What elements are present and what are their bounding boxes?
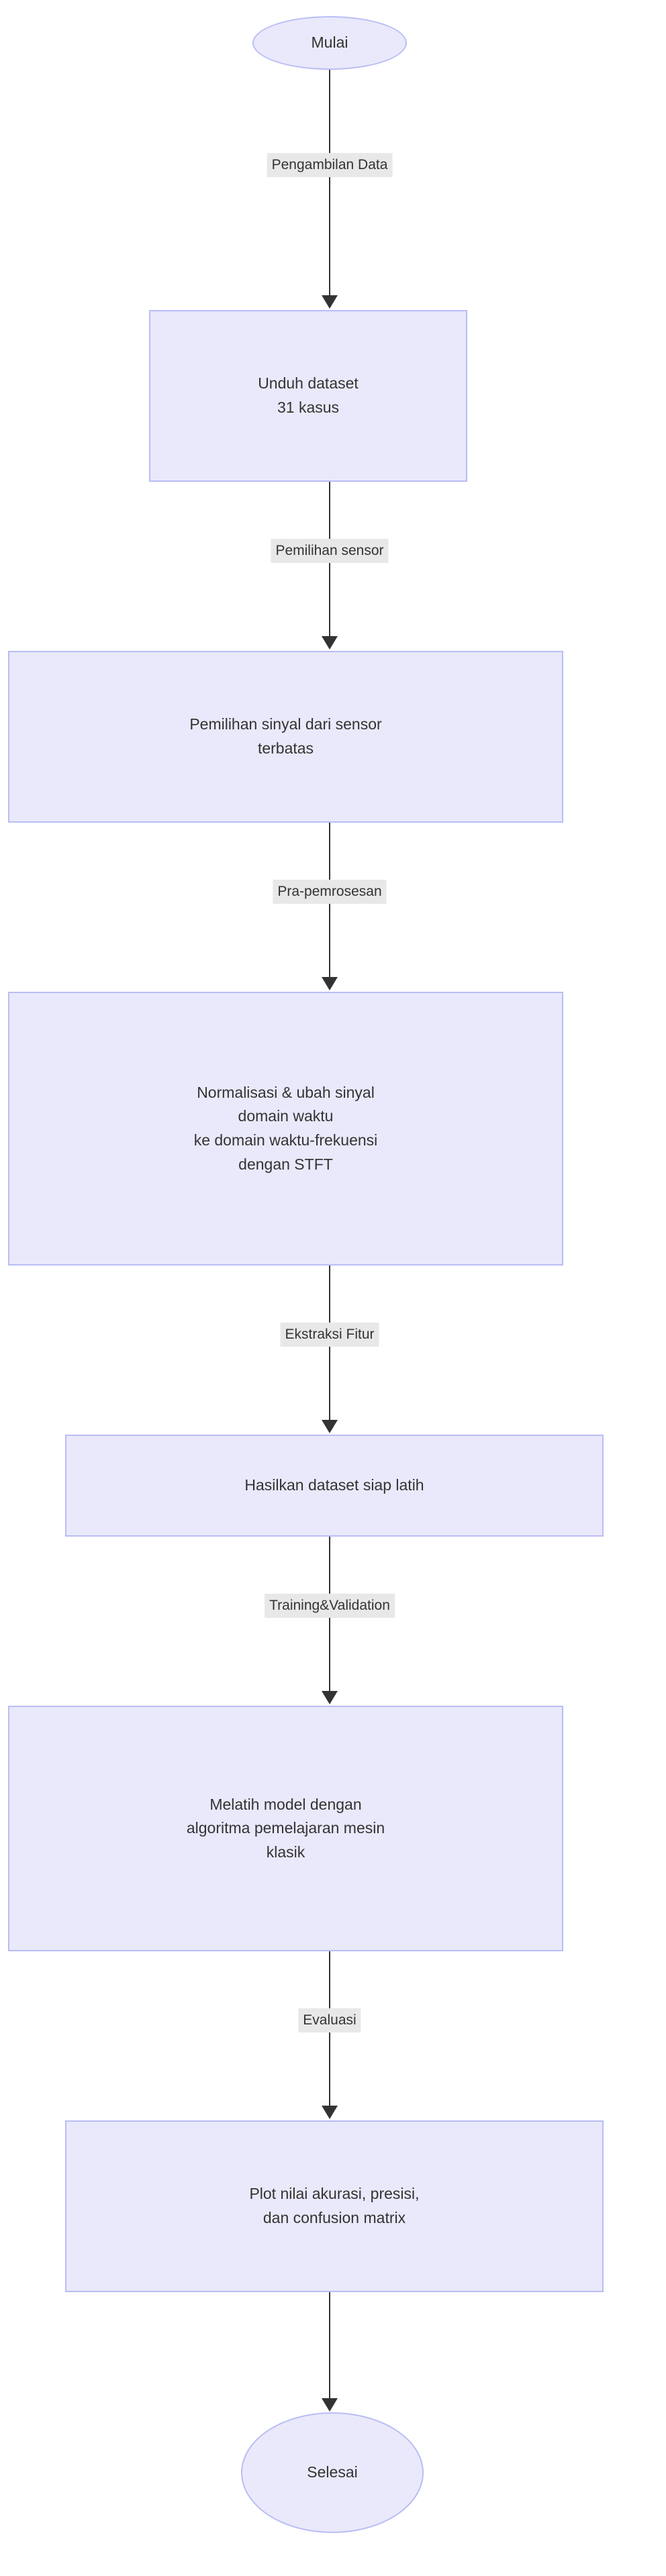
edge-melatih-plot-arrowhead	[322, 2106, 338, 2119]
edge-plot-selesai-line	[329, 2292, 330, 2400]
node-selesai[interactable]: Selesai	[241, 2412, 424, 2533]
node-pemilihan-sinyal-label: Pemilihan sinyal dari sensor terbatas	[189, 715, 382, 757]
edge-label-pemilihan-sensor: Pemilihan sensor	[271, 539, 389, 564]
edge-normalisasi-hasilkan-arrowhead	[322, 1420, 338, 1433]
node-normalisasi-stft[interactable]: Normalisasi & ubah sinyal domain waktu k…	[8, 992, 563, 1266]
node-unduh-dataset-label: Unduh dataset 31 kasus	[258, 374, 359, 416]
node-hasilkan-dataset-label: Hasilkan dataset siap latih	[244, 1476, 424, 1494]
edge-hasilkan-melatih-arrowhead	[322, 1691, 338, 1704]
node-melatih-model-label: Melatih model dengan algoritma pemelajar…	[186, 1795, 385, 1861]
edge-mulai-unduh-line	[329, 70, 330, 297]
node-hasilkan-dataset[interactable]: Hasilkan dataset siap latih	[65, 1435, 604, 1537]
node-pemilihan-sinyal[interactable]: Pemilihan sinyal dari sensor terbatas	[8, 651, 563, 823]
node-plot-metrik-label: Plot nilai akurasi, presisi, dan confusi…	[249, 2185, 420, 2226]
edge-label-evaluasi: Evaluasi	[298, 2008, 361, 2033]
edge-pemilihan-normalisasi-arrowhead	[322, 977, 338, 990]
node-mulai[interactable]: Mulai	[252, 16, 407, 70]
node-melatih-model[interactable]: Melatih model dengan algoritma pemelajar…	[8, 1706, 563, 1951]
edge-unduh-pemilihan-arrowhead	[322, 636, 338, 650]
edge-label-pengambilan-data: Pengambilan Data	[267, 153, 393, 178]
node-unduh-dataset[interactable]: Unduh dataset 31 kasus	[149, 310, 467, 482]
node-plot-metrik[interactable]: Plot nilai akurasi, presisi, dan confusi…	[65, 2120, 604, 2292]
edge-label-ekstraksi-fitur: Ekstraksi Fitur	[280, 1323, 379, 1347]
edge-label-pra-pemrosesan: Pra-pemrosesan	[273, 880, 387, 905]
node-selesai-label: Selesai	[307, 2463, 358, 2481]
edge-mulai-unduh-arrowhead	[322, 295, 338, 309]
node-normalisasi-stft-label: Normalisasi & ubah sinyal domain waktu k…	[193, 1083, 378, 1173]
node-mulai-label: Mulai	[311, 34, 348, 52]
edge-label-training-validation: Training&Validation	[265, 1594, 395, 1618]
edge-plot-selesai-arrowhead	[322, 2398, 338, 2412]
